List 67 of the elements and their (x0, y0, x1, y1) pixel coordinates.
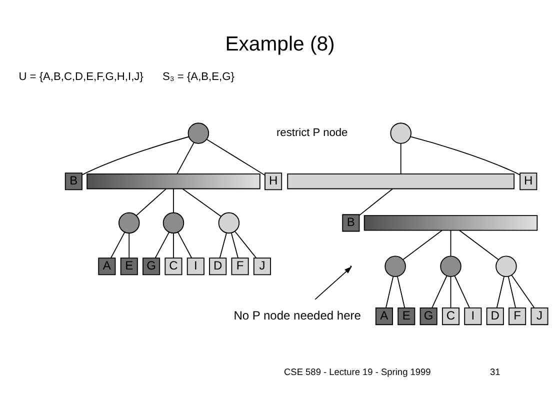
node-box: E (398, 308, 416, 326)
node-circle (440, 256, 462, 277)
arrow (314, 266, 352, 300)
connector (402, 230, 443, 260)
connector (234, 231, 257, 258)
node-box: G (142, 258, 160, 276)
node-box: I (186, 258, 204, 276)
connector (178, 232, 192, 258)
node-box: J (530, 308, 548, 326)
connector (128, 233, 130, 258)
node-circle (118, 212, 140, 234)
connector (410, 136, 520, 176)
diagram-title: Example (8) (225, 34, 335, 56)
connector (182, 188, 222, 217)
node-circle (384, 256, 406, 277)
connector (358, 188, 394, 216)
node-circle (162, 212, 184, 234)
node-box: I (464, 308, 482, 326)
node-box: D (486, 308, 504, 326)
connector (450, 230, 452, 256)
node-box: J (253, 258, 271, 276)
connector (82, 136, 190, 176)
connector (173, 188, 174, 214)
node-box: H (520, 172, 538, 190)
label: CSE 589 - Lecture 19 - Spring 1999 (284, 366, 431, 377)
node-box: G (420, 308, 438, 326)
node-circle (496, 256, 517, 277)
connector (110, 232, 126, 258)
node-box: A (98, 258, 116, 276)
node-box: E (120, 258, 138, 276)
node-box: B (342, 214, 360, 232)
connector (136, 188, 167, 216)
node-circle (390, 122, 412, 144)
node-circle (188, 122, 210, 144)
connector (219, 232, 227, 258)
node-bar (86, 174, 260, 190)
connector (154, 232, 170, 258)
connector (230, 232, 238, 258)
node-box: F (508, 308, 526, 326)
node-bar (364, 215, 538, 231)
node-box: F (231, 258, 249, 276)
connector (176, 142, 194, 174)
node-box: C (442, 308, 460, 326)
connector (206, 138, 266, 176)
node-box: D (209, 258, 227, 276)
connector (508, 276, 516, 308)
connector (386, 276, 394, 308)
connector (432, 276, 448, 308)
label: U = {A,B,C,D,E,F,G,H,I,J} (18, 70, 144, 83)
node-box: A (375, 308, 393, 326)
node-box: C (164, 258, 182, 276)
connector (450, 276, 452, 308)
label: restrict P node (276, 127, 348, 140)
connector (511, 274, 535, 308)
node-bar (287, 174, 515, 190)
node-text: No P node needed here (234, 308, 361, 322)
node-box: B (64, 172, 82, 190)
node-circle (218, 212, 240, 234)
node-box: H (264, 172, 282, 190)
connector (496, 276, 505, 308)
connector (400, 143, 402, 174)
connector (396, 276, 406, 308)
connector (173, 233, 174, 258)
label: S₃ = {A,B,E,G} (162, 70, 234, 83)
connector (458, 230, 499, 260)
label: 31 (490, 366, 500, 377)
connector (454, 276, 470, 308)
